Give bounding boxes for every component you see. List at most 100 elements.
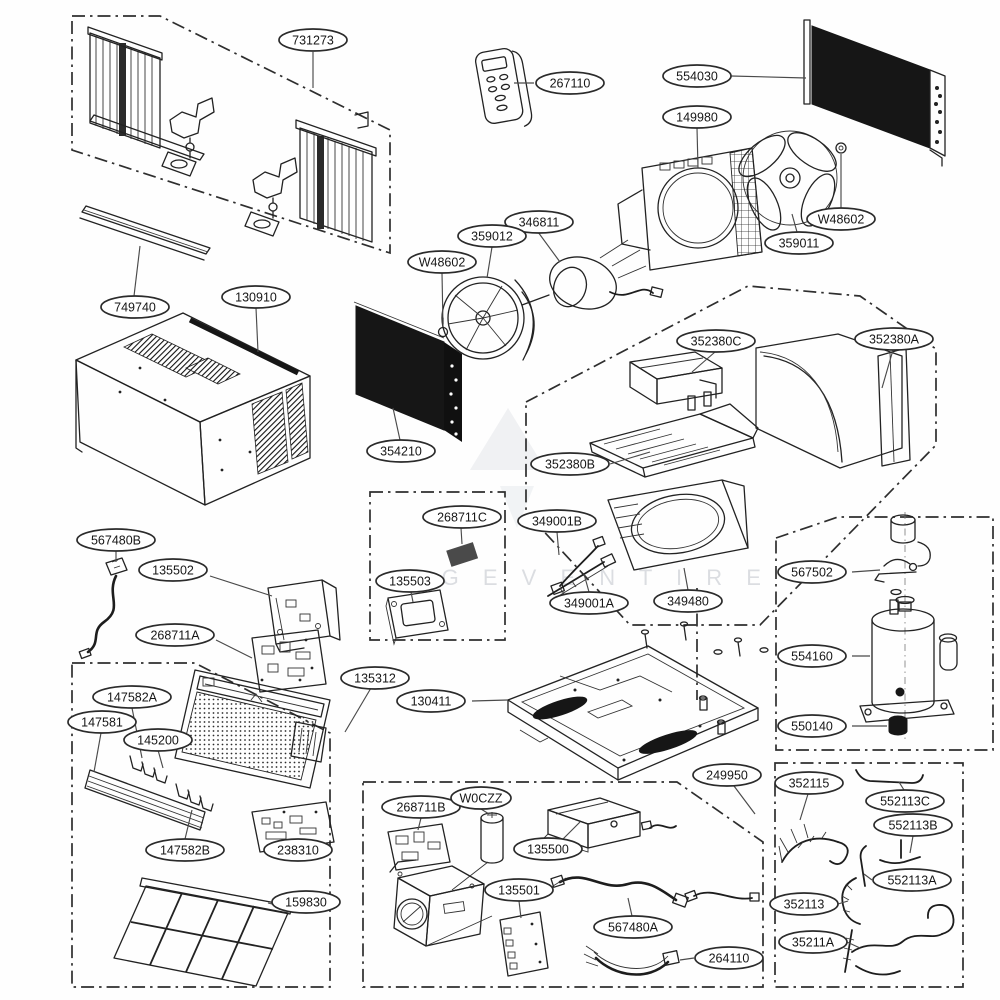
- part-front-grille: [174, 669, 331, 789]
- callout-552113B: 552113B: [873, 813, 953, 837]
- svg-text:W0CZZ: W0CZZ: [459, 792, 502, 806]
- callout-349001A: 349001A: [549, 591, 629, 615]
- svg-text:147581: 147581: [81, 716, 123, 730]
- svg-text:130910: 130910: [235, 291, 277, 305]
- window-bracket-set-2: [244, 157, 298, 237]
- watermark: L G E V E N T I R E: [406, 408, 761, 590]
- svg-text:554030: 554030: [676, 70, 718, 84]
- part-eeprom-268711C: [446, 542, 479, 567]
- part-compressor-554160: [859, 599, 958, 723]
- callout-135502: 135502: [138, 558, 208, 582]
- svg-text:552113C: 552113C: [880, 795, 930, 809]
- svg-text:359012: 359012: [471, 230, 513, 244]
- callout-147582B: 147582B: [145, 838, 225, 862]
- svg-text:238310: 238310: [277, 844, 319, 858]
- tubing-group-box: [774, 762, 964, 988]
- callout-145200: 145200: [123, 728, 193, 752]
- part-condenser: [803, 19, 946, 167]
- part-wire-352115: [778, 823, 849, 865]
- part-base-pan-screws: [640, 621, 769, 657]
- svg-text:354210: 354210: [380, 445, 422, 459]
- control-box-group-box: [362, 781, 764, 988]
- part-base-pan: [507, 645, 759, 781]
- callout-268711A: 268711A: [135, 623, 215, 647]
- svg-text:W48602: W48602: [419, 256, 466, 270]
- part-tube-552113C: [855, 769, 924, 784]
- part-bracket-135502: [267, 579, 341, 653]
- svg-text:145200: 145200: [137, 734, 179, 748]
- callout-567480A: 567480A: [593, 915, 673, 939]
- callout-354210: 354210: [366, 439, 436, 463]
- svg-text:359011: 359011: [779, 237, 820, 251]
- svg-text:147582A: 147582A: [107, 691, 158, 705]
- part-nut-right: [835, 142, 847, 154]
- svg-text:147582B: 147582B: [160, 844, 210, 858]
- svg-text:135312: 135312: [354, 672, 396, 686]
- part-fan-motor: [521, 239, 664, 310]
- svg-text:268711B: 268711B: [396, 801, 445, 815]
- leader-lines: [93, 52, 914, 961]
- svg-text:346811: 346811: [519, 216, 560, 230]
- svg-text:552113B: 552113B: [888, 819, 937, 833]
- part-harness-264110: [583, 945, 680, 976]
- part-control-tray-352380C: [629, 351, 723, 411]
- callout-268711C: 268711C: [422, 505, 502, 529]
- part-display-pcb-238310: [251, 801, 335, 853]
- part-harness-567480A: [539, 874, 689, 908]
- callout-359012: 359012: [457, 224, 527, 248]
- part-grommet-550140: [888, 715, 908, 736]
- svg-text:135500: 135500: [527, 843, 569, 857]
- callout-135501: 135501: [484, 878, 554, 902]
- svg-text:352115: 352115: [789, 777, 830, 791]
- callout-159830: 159830: [271, 890, 341, 914]
- part-tube-35211A: [842, 904, 955, 976]
- svg-text:349480: 349480: [667, 595, 709, 609]
- svg-text:352380A: 352380A: [869, 333, 920, 347]
- part-evaporator: [353, 301, 462, 442]
- callout-352380B: 352380B: [530, 452, 610, 476]
- callout-130910: 130910: [221, 285, 291, 309]
- part-module-135503: [385, 589, 449, 646]
- window-bracket-set-1: [161, 97, 215, 177]
- callout-349480: 349480: [653, 589, 723, 613]
- part-fan-shroud: [617, 147, 763, 271]
- svg-text:249950: 249950: [706, 769, 748, 783]
- svg-text:567480A: 567480A: [608, 921, 659, 935]
- callout-w48602-right: W48602: [806, 207, 876, 231]
- callout-147581: 147581: [67, 710, 137, 734]
- svg-text:135501: 135501: [498, 884, 540, 898]
- callout-550140: 550140: [777, 714, 847, 738]
- part-compressor-group: [859, 512, 958, 742]
- part-cabinet: [75, 312, 311, 506]
- callout-352115: 352115: [774, 771, 844, 795]
- part-power-cord-567480B: [78, 557, 128, 660]
- part-shutter-352380B: [589, 403, 759, 478]
- part-propeller-fan: [738, 130, 838, 231]
- svg-text:35211A: 35211A: [792, 936, 835, 950]
- svg-text:552113A: 552113A: [887, 874, 937, 888]
- callout-552113A: 552113A: [872, 868, 952, 892]
- callout-149980: 149980: [662, 105, 732, 129]
- svg-text:135503: 135503: [389, 575, 431, 589]
- svg-text:554160: 554160: [791, 650, 833, 664]
- callout-352380A: 352380A: [854, 327, 934, 351]
- svg-text:352380C: 352380C: [691, 335, 742, 349]
- part-wire-small: [640, 820, 677, 831]
- svg-text:130411: 130411: [411, 695, 452, 709]
- callout-567502: 567502: [777, 560, 847, 584]
- part-control-chassis: [389, 859, 493, 947]
- svg-text:W48602: W48602: [818, 213, 865, 227]
- svg-text:268711A: 268711A: [150, 629, 200, 643]
- part-pcb-268711B: [387, 823, 451, 871]
- part-thermistor-349001A: [547, 553, 617, 601]
- callout-554030: 554030: [662, 64, 732, 88]
- callout-352380C: 352380C: [676, 329, 756, 353]
- callout-135312: 135312: [340, 666, 410, 690]
- part-window-mounting-kit: [87, 26, 377, 243]
- sensor-pcb-group-box: [369, 491, 506, 641]
- svg-text:352113: 352113: [784, 898, 825, 912]
- svg-text:268711C: 268711C: [437, 511, 487, 525]
- callout-346811: 346811: [504, 210, 574, 234]
- svg-text:159830: 159830: [285, 896, 327, 910]
